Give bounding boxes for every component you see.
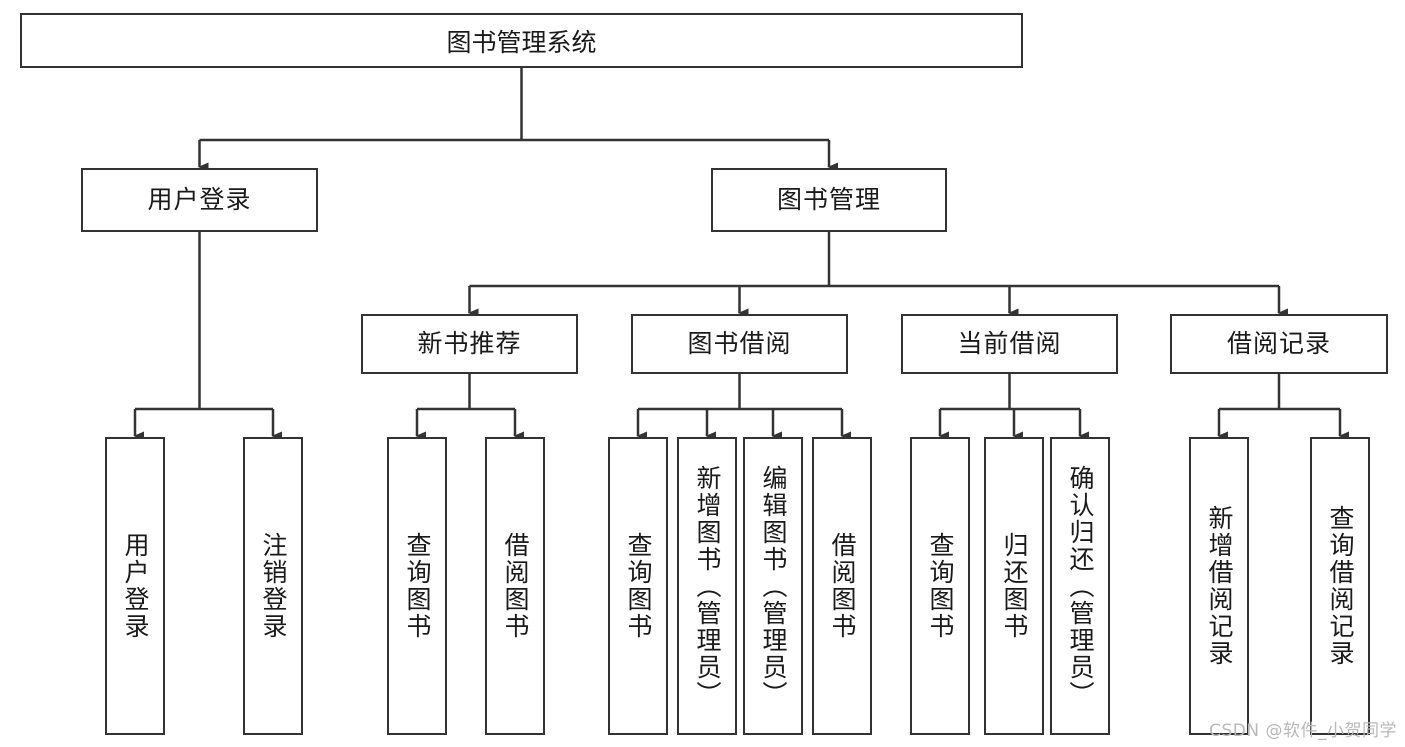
node-return-book[interactable]: 归还图书 xyxy=(984,437,1044,735)
node-user-login-leaf[interactable]: 用户登录 xyxy=(105,437,165,735)
node-query-book-borrow[interactable]: 查询图书 xyxy=(608,437,668,735)
node-return-book-label: 归还图书 xyxy=(1000,532,1029,640)
node-query-book-rec-label: 查询图书 xyxy=(403,532,432,640)
node-current-borrow[interactable]: 当前借阅 xyxy=(901,314,1118,374)
node-query-book-current[interactable]: 查询图书 xyxy=(910,437,970,735)
node-borrow-book-rec-label: 借阅图书 xyxy=(501,532,530,640)
csdn-watermark: CSDN @软件_小贺同学 xyxy=(1209,721,1397,741)
node-new-book-recommend-label: 新书推荐 xyxy=(417,329,522,359)
node-add-book-admin-label: 新增图书（管理员） xyxy=(693,464,722,708)
node-confirm-return-admin[interactable]: 确认归还（管理员） xyxy=(1050,437,1110,735)
node-user-login[interactable]: 用户登录 xyxy=(81,168,318,232)
node-confirm-return-admin-label: 确认归还（管理员） xyxy=(1066,464,1095,708)
node-add-book-admin[interactable]: 新增图书（管理员） xyxy=(677,437,737,735)
node-query-book-borrow-label: 查询图书 xyxy=(624,532,653,640)
node-query-borrow-record[interactable]: 查询借阅记录 xyxy=(1310,437,1370,735)
node-borrow-book-rec[interactable]: 借阅图书 xyxy=(485,437,545,735)
node-user-login-label: 用户登录 xyxy=(147,185,252,215)
node-logout-leaf[interactable]: 注销登录 xyxy=(243,437,303,735)
node-borrow-record-label: 借阅记录 xyxy=(1226,329,1331,359)
node-root[interactable]: 图书管理系统 xyxy=(20,13,1023,68)
node-edit-book-admin[interactable]: 编辑图书（管理员） xyxy=(743,437,803,735)
node-new-book-recommend[interactable]: 新书推荐 xyxy=(361,314,578,374)
node-edit-book-admin-label: 编辑图书（管理员） xyxy=(759,464,788,708)
node-book-manage[interactable]: 图书管理 xyxy=(711,168,947,232)
node-add-borrow-record[interactable]: 新增借阅记录 xyxy=(1189,437,1249,735)
node-borrow-book[interactable]: 借阅图书 xyxy=(812,437,872,735)
node-root-label: 图书管理系统 xyxy=(446,27,597,57)
node-book-manage-label: 图书管理 xyxy=(776,185,881,215)
node-book-borrow[interactable]: 图书借阅 xyxy=(631,314,848,374)
node-current-borrow-label: 当前借阅 xyxy=(957,329,1062,359)
node-query-book-rec[interactable]: 查询图书 xyxy=(387,437,447,735)
node-user-login-leaf-label: 用户登录 xyxy=(121,532,150,640)
node-borrow-book-label: 借阅图书 xyxy=(828,532,857,640)
node-borrow-record[interactable]: 借阅记录 xyxy=(1170,314,1388,374)
node-book-borrow-label: 图书借阅 xyxy=(687,329,792,359)
node-query-book-current-label: 查询图书 xyxy=(926,532,955,640)
node-logout-leaf-label: 注销登录 xyxy=(259,532,288,640)
node-query-borrow-record-label: 查询借阅记录 xyxy=(1326,505,1355,667)
node-add-borrow-record-label: 新增借阅记录 xyxy=(1205,505,1234,667)
